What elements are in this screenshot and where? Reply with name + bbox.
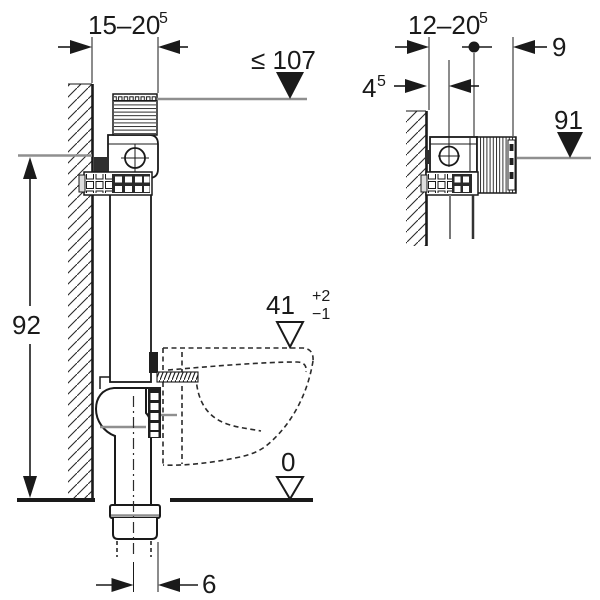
connector-cell bbox=[150, 432, 159, 437]
dimension-arrow-left-icon bbox=[158, 578, 180, 592]
dimension-dot-icon bbox=[468, 41, 480, 53]
tank-bottom-step bbox=[99, 376, 110, 389]
dimension-arrow-right-icon bbox=[70, 40, 92, 54]
rail-cell bbox=[115, 186, 122, 192]
dim-depth-range: 12–20 5 9 bbox=[395, 10, 566, 136]
wall-anchor-bracket bbox=[94, 157, 109, 172]
wc-bowl-outline bbox=[162, 347, 314, 466]
dimension-arrow-right-icon bbox=[407, 40, 429, 54]
rail-cell bbox=[144, 186, 150, 192]
dim-bowl-height-tol-minus: −1 bbox=[312, 306, 330, 323]
dimension-arrow-down-icon bbox=[23, 476, 37, 498]
edge-clip bbox=[509, 144, 514, 151]
pipe-socket-body bbox=[112, 518, 158, 540]
edge-clip bbox=[509, 158, 514, 165]
dim-depth-range-sup: 5 bbox=[479, 10, 488, 27]
dimension-arrow-left-icon bbox=[158, 40, 180, 54]
dim-front-depth-label: 9 bbox=[552, 32, 566, 62]
protection-box-stripes bbox=[114, 101, 156, 135]
level-bowl-height: 41 +2 −1 bbox=[266, 288, 330, 350]
dim-wall-gap: 4 5 bbox=[362, 60, 479, 145]
dim-depth-range-label: 12–20 bbox=[408, 10, 480, 40]
dimension-arrow-right-icon bbox=[111, 578, 134, 592]
front-wall-hatch bbox=[68, 84, 92, 500]
bowl-rim-inner-line bbox=[167, 361, 307, 373]
rail-cell bbox=[463, 176, 469, 183]
dim-wall-clearance-label: 15–20 bbox=[88, 10, 160, 40]
dim-outlet-offset: 6 bbox=[96, 542, 216, 599]
level-max-height-label: ≤ 107 bbox=[251, 45, 316, 75]
connector-cell bbox=[150, 423, 159, 430]
side-view: 12–20 5 9 4 5 91 bbox=[362, 10, 591, 246]
level-marker-triangle-icon bbox=[557, 132, 583, 158]
dim-bowl-height-label: 41 bbox=[266, 290, 295, 320]
rail-cell bbox=[135, 176, 142, 183]
bowl-front-line bbox=[239, 360, 314, 458]
rail-cell bbox=[135, 186, 142, 192]
elbow-outer-wall bbox=[94, 387, 148, 505]
dim-outlet-height-label: 91 bbox=[554, 105, 583, 135]
rail-cell bbox=[454, 176, 461, 183]
dim-outlet-offset-label: 6 bbox=[202, 569, 216, 599]
connector-cell bbox=[150, 393, 159, 400]
edge-clip bbox=[509, 172, 514, 179]
cistern-front bbox=[78, 93, 159, 389]
rail-cell bbox=[125, 176, 132, 183]
level-outlet-height: 91 bbox=[517, 105, 591, 160]
protection-box-outline bbox=[112, 93, 158, 136]
dim-wall-gap-label: 4 bbox=[362, 73, 376, 103]
dimension-arrow-left-icon bbox=[513, 40, 535, 54]
cistern-side bbox=[420, 136, 517, 239]
rail-cell bbox=[125, 186, 132, 192]
dim-wall-clearance-sup: 5 bbox=[159, 10, 168, 27]
rail-cell bbox=[115, 176, 122, 183]
bowl-top-line bbox=[163, 347, 314, 362]
dimension-arrow-up-icon bbox=[23, 157, 37, 179]
connector-cell bbox=[150, 403, 159, 410]
side-rail-cells bbox=[428, 174, 452, 193]
rail-cell bbox=[144, 176, 150, 183]
wc-connector-upper bbox=[149, 352, 158, 373]
level-marker-triangle-icon bbox=[276, 72, 304, 99]
protection-box-ticks bbox=[114, 95, 156, 101]
dim-bowl-height-tol-plus: +2 bbox=[312, 288, 330, 305]
dim-wall-clearance: 15–20 5 bbox=[58, 10, 188, 93]
dim-wall-gap-sup: 5 bbox=[377, 73, 386, 90]
front-view: 15–20 5 ≤ 107 92 41 +2 −1 0 bbox=[12, 10, 330, 599]
side-wall-hatch bbox=[406, 111, 426, 246]
bowl-bottom-line bbox=[162, 456, 241, 466]
side-anchor-bracket bbox=[425, 150, 431, 164]
rail-cell bbox=[454, 186, 461, 192]
level-marker-open-triangle-icon bbox=[275, 321, 305, 350]
dim-frame-height-label: 92 bbox=[12, 310, 41, 340]
side-rail-end-cap bbox=[420, 174, 428, 193]
bowl-basin-curve bbox=[195, 375, 262, 432]
mounting-rail-cells bbox=[86, 174, 112, 193]
cistern-tank-body bbox=[109, 177, 152, 383]
dimension-arrow-right-icon bbox=[405, 79, 427, 93]
dim-frame-height: 92 bbox=[12, 154, 92, 498]
level-floor: 0 bbox=[275, 447, 305, 501]
front-wall-section bbox=[68, 83, 94, 500]
threaded-fixing-rod bbox=[156, 371, 199, 383]
level-floor-label: 0 bbox=[281, 447, 295, 477]
floor-level-open-triangle-icon bbox=[275, 476, 305, 501]
rail-end-cap bbox=[78, 174, 86, 193]
level-max-height: ≤ 107 bbox=[157, 45, 316, 101]
dimension-arrow-left-icon bbox=[449, 79, 471, 93]
rail-cell bbox=[463, 186, 469, 192]
connector-cell bbox=[150, 413, 159, 420]
drain-assembly bbox=[94, 352, 199, 558]
